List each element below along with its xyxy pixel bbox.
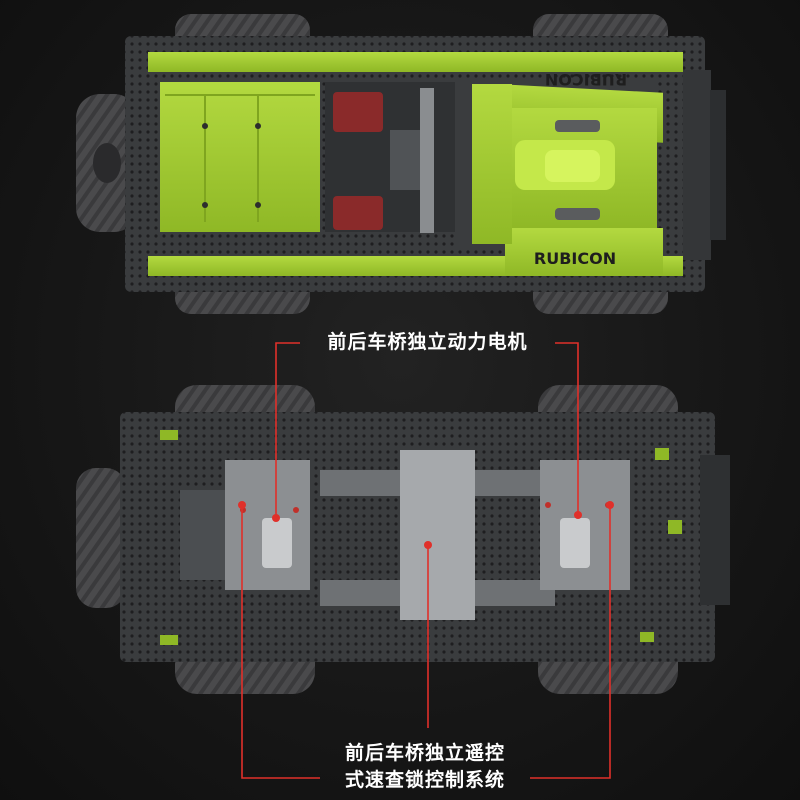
callout-lines: [241, 342, 611, 779]
rear-motor: [262, 518, 292, 568]
rubicon-badge-bottom: RUBICON: [534, 249, 616, 268]
callout-lock-line2: 式速查锁控制系统: [344, 769, 505, 791]
seat: [333, 196, 383, 230]
roof-panel: [160, 82, 320, 232]
vehicle-top-view: RUBICON RUBICON: [76, 14, 726, 314]
callout-markers: [238, 501, 614, 549]
callout-motors-label: 前后车桥独立动力电机: [300, 329, 555, 356]
callout-motors-text: 前后车桥独立动力电机: [327, 331, 528, 353]
spare-tire-icon: [76, 468, 126, 608]
vehicle-bottom-view: [76, 385, 730, 694]
callout-lock-line1: 前后车桥独立遥控: [344, 742, 505, 764]
center-driveshaft: [400, 450, 475, 620]
seat: [333, 92, 383, 132]
callout-lock-label: 前后车桥独立遥控 式速查锁控制系统: [320, 740, 530, 794]
front-motor: [560, 518, 590, 568]
rubicon-badge-top: RUBICON: [545, 70, 627, 89]
